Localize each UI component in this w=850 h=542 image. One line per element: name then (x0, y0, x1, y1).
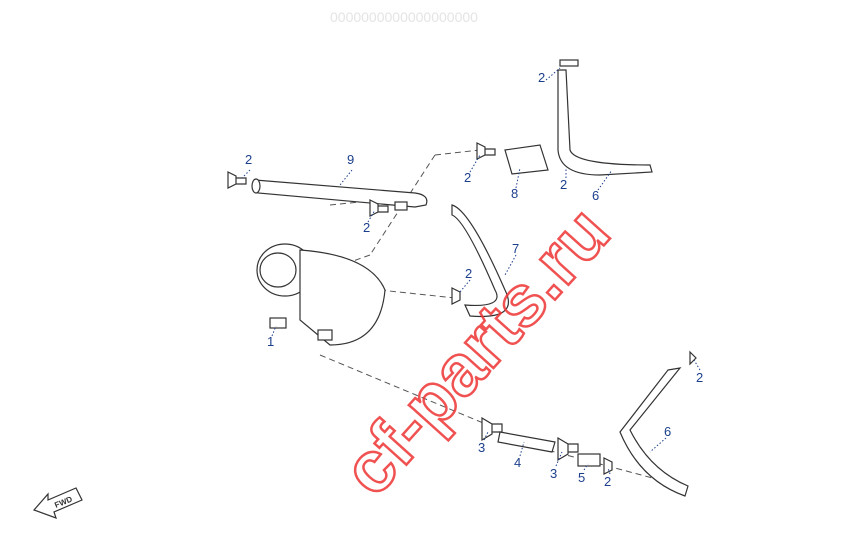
hose-6-top[interactable] (557, 59, 653, 176)
clamp-icon (451, 287, 461, 305)
clamp-icon (227, 171, 247, 189)
faint-header-code: 0000000000000000000 (330, 9, 478, 25)
callout-9[interactable]: 9 (347, 152, 354, 167)
callout-6-top[interactable]: 6 (592, 188, 599, 203)
callout-2-e[interactable]: 2 (465, 266, 472, 281)
callout-2-bottom[interactable]: 2 (604, 474, 611, 489)
callout-2-d[interactable]: 2 (560, 177, 567, 192)
callout-6-bottom[interactable]: 6 (664, 424, 671, 439)
fwd-arrow-icon: FWD (32, 487, 83, 519)
callout-3-a[interactable]: 3 (478, 440, 485, 455)
fitting-5[interactable] (577, 453, 601, 467)
callout-7[interactable]: 7 (512, 241, 519, 256)
canister-1[interactable] (256, 243, 386, 346)
clamp-icon (476, 142, 496, 160)
clamp-2-bottom[interactable] (603, 457, 613, 475)
callout-2-c[interactable]: 2 (464, 170, 471, 185)
callout-1[interactable]: 1 (267, 334, 274, 349)
callout-2-right[interactable]: 2 (696, 370, 703, 385)
callout-2-top[interactable]: 2 (538, 70, 545, 85)
callout-2-a[interactable]: 2 (245, 152, 252, 167)
callouts: 2 2 9 2 8 2 6 2 2 7 1 2 6 3 4 3 5 2 (245, 70, 703, 489)
clamp-icon (369, 199, 389, 217)
callout-3-b[interactable]: 3 (550, 466, 557, 481)
callout-4[interactable]: 4 (514, 455, 521, 470)
callout-2-b[interactable]: 2 (363, 220, 370, 235)
hose-9[interactable] (251, 178, 428, 211)
hose-6-bottom[interactable] (619, 367, 689, 497)
callout-8[interactable]: 8 (511, 186, 518, 201)
connector-8[interactable] (504, 144, 549, 175)
callout-5[interactable]: 5 (578, 470, 585, 485)
clamp-3-right[interactable] (557, 436, 579, 462)
clamp-icon (689, 350, 697, 366)
leader-lines (241, 67, 701, 475)
hose-7[interactable] (451, 204, 510, 318)
tube-4[interactable] (497, 431, 556, 453)
